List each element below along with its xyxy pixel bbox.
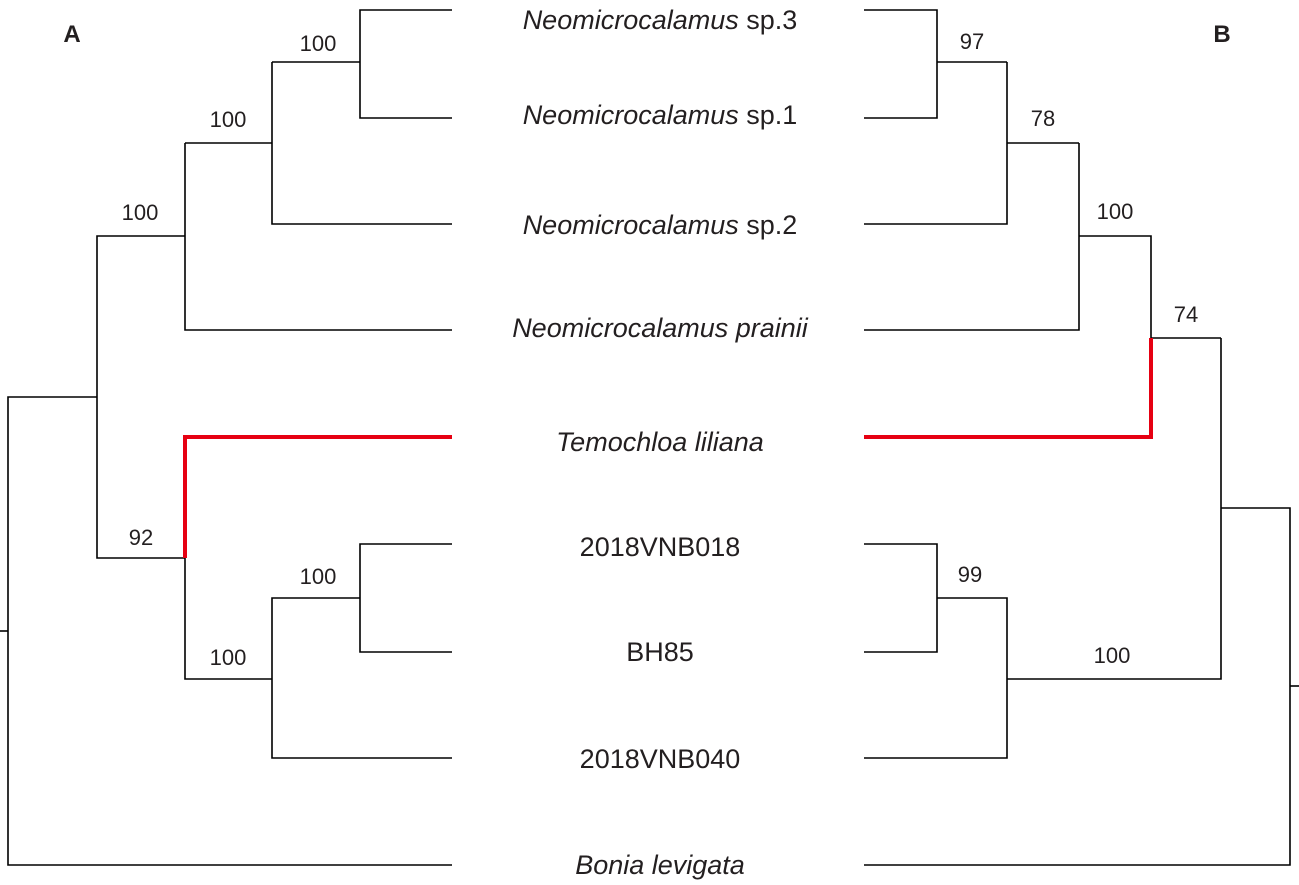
taxon-label-n-sp3: Neomicrocalamus sp.3 [523,5,798,35]
taxon-label-part: Neomicrocalamus prainii [512,313,809,343]
tree-b-support-n-sp3-sp2: 78 [1031,106,1055,131]
tree-b-branch-neomicrocalamus-stem [1079,235,1221,339]
tree-b-branch-temochloa-highlight [864,338,1153,439]
tree-b-branch-ingroup-stem [864,507,1291,866]
tree-b-support-neomicrocalamus: 100 [1097,199,1134,224]
tree-a-support-n-sp3-sp1: 100 [300,31,337,56]
taxon-label-part: Temochloa liliana [556,427,764,457]
taxon-label-bh85: BH85 [626,637,694,667]
tree-a-support-temochloa-vnb: 92 [129,525,153,550]
taxon-label-n-prainii: Neomicrocalamus prainii [512,313,809,343]
tree-a-support-values: 100 100 100 100 100 92 [122,31,337,670]
taxon-label-part: sp.1 [739,100,798,130]
tree-a-branch-neomicrocalamus-stem [96,235,185,559]
taxon-label-part: 2018VNB018 [580,532,741,562]
tree-a-branch-n-prainii [184,143,452,331]
tree-a-branch-vnb018-bh85 [359,543,452,653]
tree-b-branch-n-sp3-sp1 [864,9,938,119]
taxon-label-part: Neomicrocalamus [523,5,739,35]
tree-b-support-values: 97 78 100 74 99 100 [958,29,1198,668]
tree-a-branch-ingroup-stem [7,396,452,866]
tree-b-branch-n-sp2 [864,62,1008,225]
tree-b-support-vnb018-bh85: 99 [958,562,982,587]
tree-a-branch-vnb-clade [184,558,272,680]
tree-b-branch-vnb018-bh85 [864,543,938,653]
tree-a-support-vnb-clade: 100 [210,645,247,670]
tree-b [864,9,1299,866]
tree-a-branch-vnb018-bh85-stem [271,597,452,759]
tree-a [0,9,452,866]
taxon-label-n-sp1: Neomicrocalamus sp.1 [523,100,798,130]
panel-label-b: B [1213,21,1230,48]
taxon-label-part: Neomicrocalamus [523,210,739,240]
taxon-label-part: 2018VNB040 [580,744,741,774]
tree-a-branch-n-sp2 [271,62,452,225]
tree-a-support-n-sp3-sp2: 100 [210,107,247,132]
taxon-label-t-liliana: Temochloa liliana [556,427,764,457]
tree-a-branch-n-sp3-sp1 [359,9,452,119]
taxon-label-vnb018: 2018VNB018 [580,532,741,562]
tree-a-support-vnb018-bh85: 100 [300,564,337,589]
tree-b-support-n-sp3-sp1: 97 [960,29,984,54]
taxon-label-b-levigata: Bonia levigata [575,850,745,880]
tree-b-support-vnb-clade: 100 [1094,643,1131,668]
tree-a-support-neomicrocalamus: 100 [122,200,159,225]
taxon-label-n-sp2: Neomicrocalamus sp.2 [523,210,798,240]
taxon-label-part: BH85 [626,637,694,667]
tree-b-branch-vnb018-bh85-stem [864,597,1008,759]
tree-a-branch-temochloa-highlight [183,435,452,558]
taxon-label-part: Bonia levigata [575,850,745,880]
taxon-label-vnb040: 2018VNB040 [580,744,741,774]
taxon-label-part: Neomicrocalamus [523,100,739,130]
taxon-label-part: sp.3 [739,5,798,35]
tree-b-support-neo-temochloa: 74 [1174,302,1198,327]
taxon-label-part: sp.2 [739,210,798,240]
tree-b-branch-n-prainii [864,143,1080,331]
tree-b-branch-neo-temochloa-stem [1007,338,1222,680]
panel-label-a: A [63,21,80,48]
